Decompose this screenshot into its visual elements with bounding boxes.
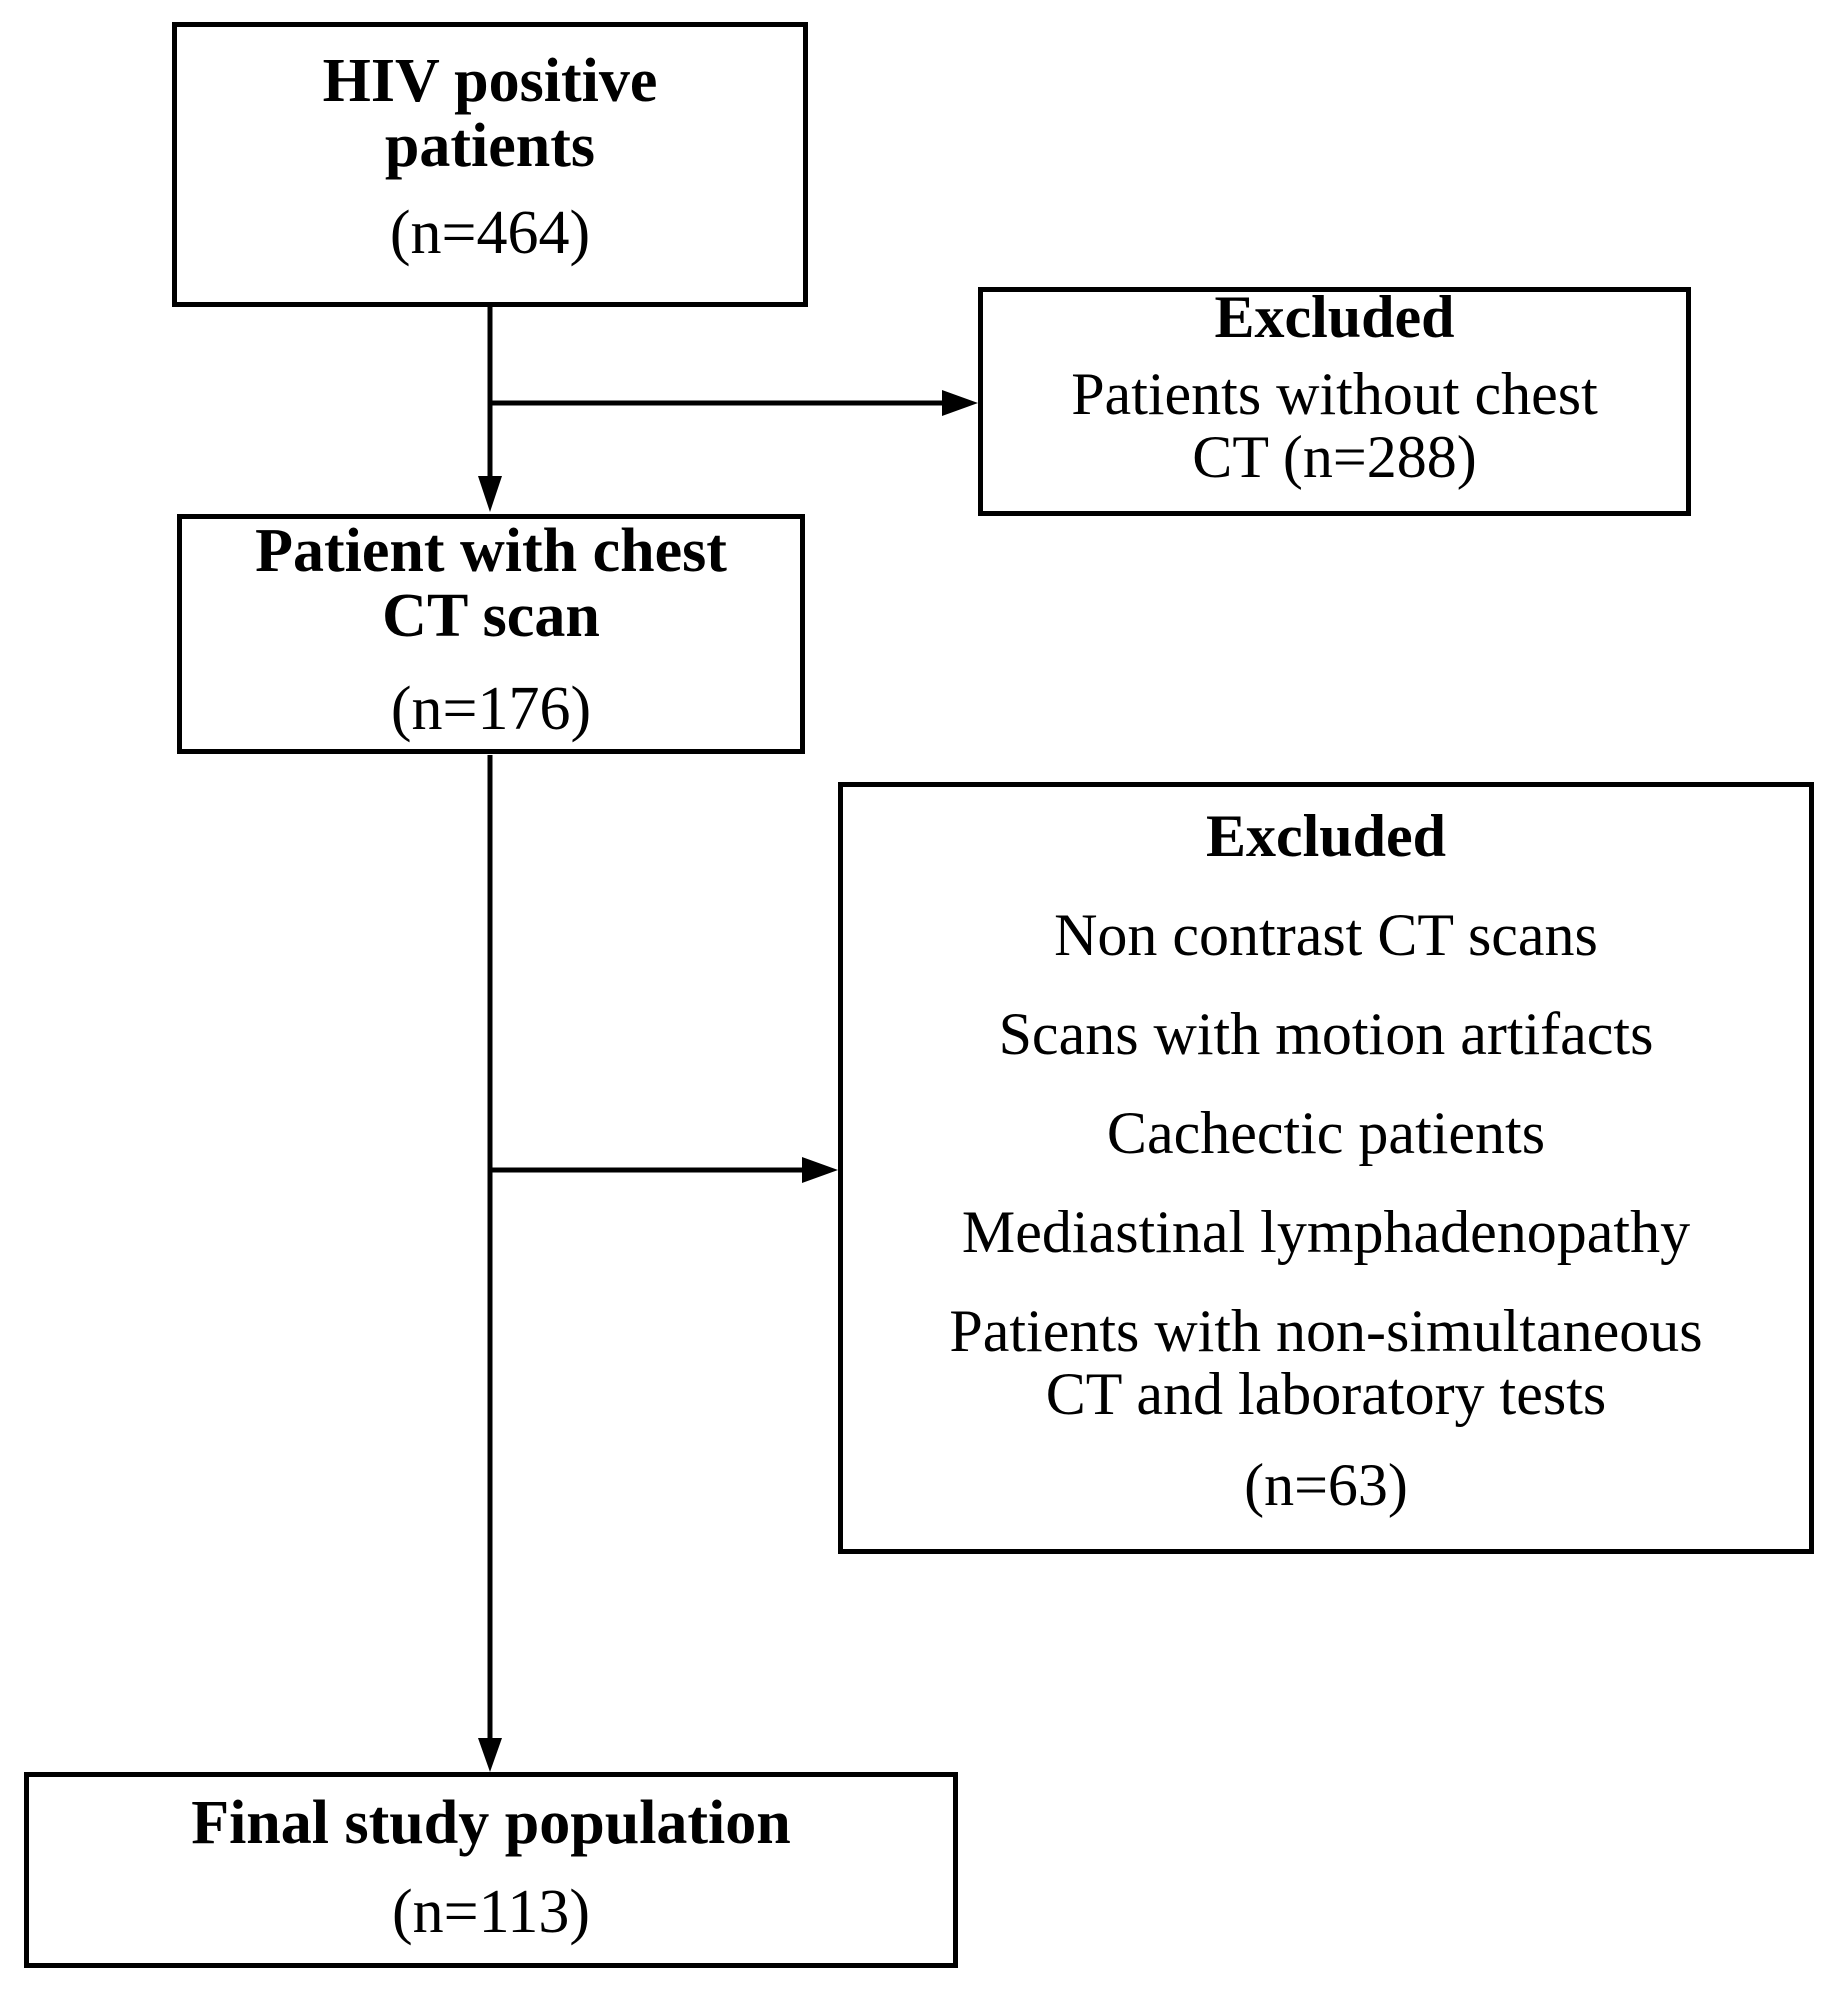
node-heading: Excluded (1214, 284, 1455, 350)
exclusion-criterion: Scans with motion artifacts (998, 1001, 1654, 1067)
node-excluded-criteria: Excluded Non contrast CT scans Scans wit… (838, 782, 1814, 1554)
exclusion-criterion: CT and laboratory tests (1045, 1361, 1607, 1427)
node-count: (n=176) (390, 675, 592, 744)
node-title: HIV positive (322, 47, 658, 115)
exclusion-criterion: Mediastinal lymphadenopathy (961, 1199, 1691, 1265)
node-title: CT scan (382, 582, 600, 651)
node-title: Final study population (191, 1789, 791, 1857)
arrowhead-to-chest-ct (478, 476, 502, 512)
node-heading: Excluded (1205, 803, 1447, 869)
node-count: (n=464) (389, 199, 591, 268)
arrowhead-to-final (478, 1738, 502, 1772)
exclusion-criterion: Non contrast CT scans (1054, 902, 1598, 968)
arrowhead-to-excluded-2 (802, 1157, 838, 1183)
node-text: Patients without chest (1071, 361, 1598, 427)
node-count: (n=113) (392, 1878, 590, 1947)
node-patient-with-chest-ct: Patient with chest CT scan (n=176) (177, 514, 805, 754)
node-title: patients (384, 112, 596, 181)
node-excluded-no-chest-ct: Excluded Patients without chest CT (n=28… (978, 284, 1691, 516)
node-text: CT (n=288) (1192, 424, 1477, 490)
node-hiv-positive-patients: HIV positive patients (n=464) (172, 22, 808, 307)
node-title: Patient with chest (255, 517, 727, 585)
node-final-study-population: Final study population (n=113) (24, 1772, 958, 1968)
node-count: (n=63) (1244, 1452, 1408, 1518)
exclusion-criterion: Patients with non-simultaneous (949, 1298, 1703, 1364)
arrowhead-to-excluded-1 (942, 390, 978, 416)
exclusion-criterion: Cachectic patients (1106, 1100, 1546, 1166)
